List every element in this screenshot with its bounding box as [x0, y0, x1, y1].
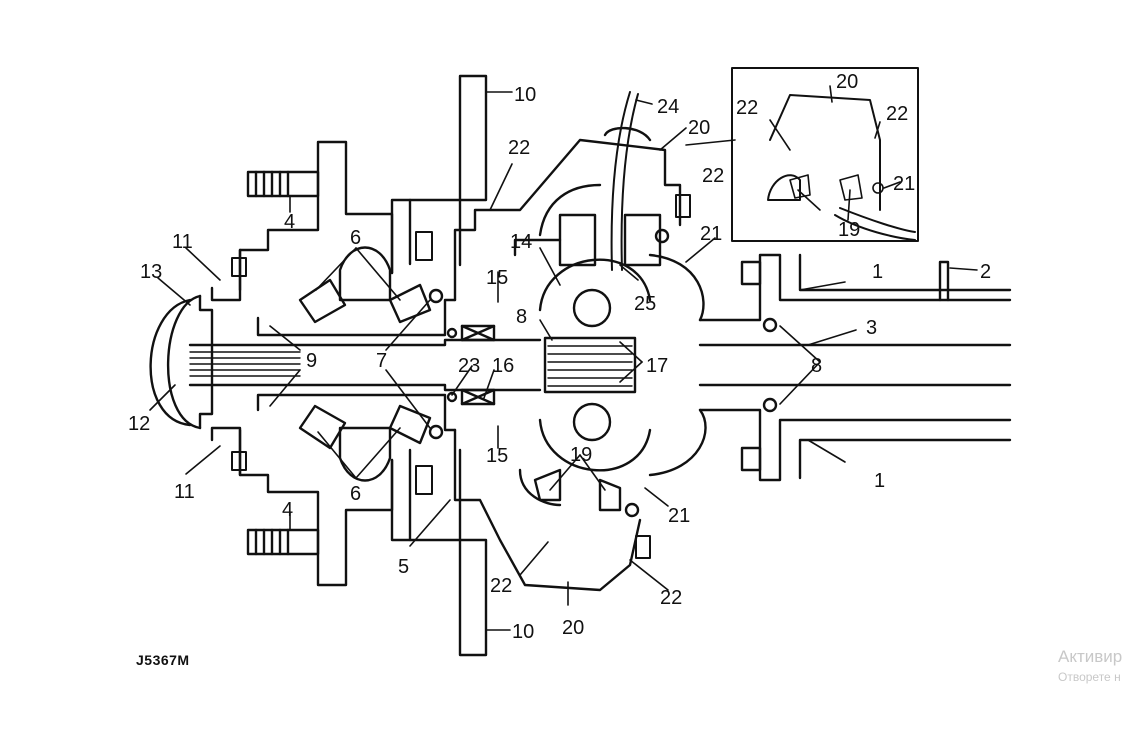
callout-13: 13 [140, 261, 162, 283]
axle-casing [648, 253, 1012, 482]
callout-11-top: 11 [172, 231, 193, 253]
callout-22-tl-text: 22 [508, 137, 530, 159]
callout-20-top-text: 20 [688, 117, 710, 139]
inset-callout-22-right: 22 [886, 103, 908, 125]
callout-4-top: 4 [284, 211, 295, 233]
os-activation-watermark-title: Активир [1058, 647, 1123, 666]
axle-shaft [188, 338, 542, 392]
callout-22-right-text: 22 [702, 165, 724, 187]
brake-hose [610, 91, 639, 271]
callout-22-bl-text: 22 [490, 575, 512, 597]
callout-4-bottom: 4 [282, 499, 293, 521]
swivel-housing-top [453, 126, 682, 302]
callout-19-bottom: 19 [570, 444, 592, 466]
callout-2: 2 [980, 261, 991, 283]
inset-detail [731, 67, 919, 242]
callout-9: 9 [306, 350, 317, 372]
callout-3: 3 [866, 317, 877, 339]
constant-velocity-joint [538, 258, 652, 472]
leader-lines [149, 85, 978, 631]
drawing-reference: J5367M [136, 652, 190, 668]
oil-seal-top [446, 324, 496, 342]
backing-plate-top [390, 74, 488, 275]
inset-callout-19: 19 [838, 219, 860, 241]
hub-bearing-bottom [298, 404, 444, 482]
inset-callout-22-left: 22 [736, 97, 758, 119]
callout-17: 17 [646, 355, 668, 377]
inset-callout-21: 21 [893, 173, 915, 195]
backing-plate-bottom [390, 448, 488, 657]
inset-callout-20: 20 [836, 71, 858, 93]
callout-6-bottom: 6 [350, 483, 361, 505]
fixing-bolts [231, 194, 691, 559]
callout-21-bottom: 21 [668, 505, 690, 527]
callout-7: 7 [376, 350, 387, 372]
callout-12: 12 [128, 413, 150, 435]
callout-16: 16 [492, 355, 514, 377]
hub-top [238, 140, 394, 292]
hub-cap [149, 294, 214, 430]
swivel-housing-bottom [453, 428, 642, 592]
callout-14: 14 [510, 231, 532, 253]
callout-5: 5 [398, 556, 409, 578]
callout-6-top: 6 [350, 227, 361, 249]
callout-21-top: 21 [700, 223, 722, 245]
callout-11-bottom: 11 [174, 481, 195, 503]
callout-10-bottom: 10 [512, 621, 534, 643]
callout-22-br-text: 22 [660, 587, 682, 609]
stub-axle [256, 298, 457, 432]
callout-20-bottom-text: 20 [562, 617, 584, 639]
hub-bottom [238, 428, 394, 587]
callout-10-top: 10 [514, 84, 536, 106]
drive-flange [210, 248, 242, 477]
callout-24-text: 24 [657, 96, 679, 118]
oil-seal-bottom [446, 388, 496, 406]
callout-15-bottom: 15 [486, 445, 508, 467]
callout-8-right: 8 [811, 355, 822, 377]
callout-1-top: 1 [872, 261, 883, 283]
os-activation-watermark-subtitle: Отворете н [1058, 670, 1121, 684]
callout-25-text: 25 [634, 293, 656, 315]
callout-23: 23 [458, 355, 480, 377]
callout-15-top: 15 [486, 267, 508, 289]
callout-labels-extra: 24 20 22 25 22 20 22 22 20 22 22 21 19 [490, 71, 915, 639]
callout-labels: 10 10 4 4 6 6 11 11 13 12 9 7 23 16 5 23… [128, 84, 991, 643]
callout-1-bottom: 1 [874, 470, 885, 492]
callout-8-left: 8 [516, 306, 527, 328]
